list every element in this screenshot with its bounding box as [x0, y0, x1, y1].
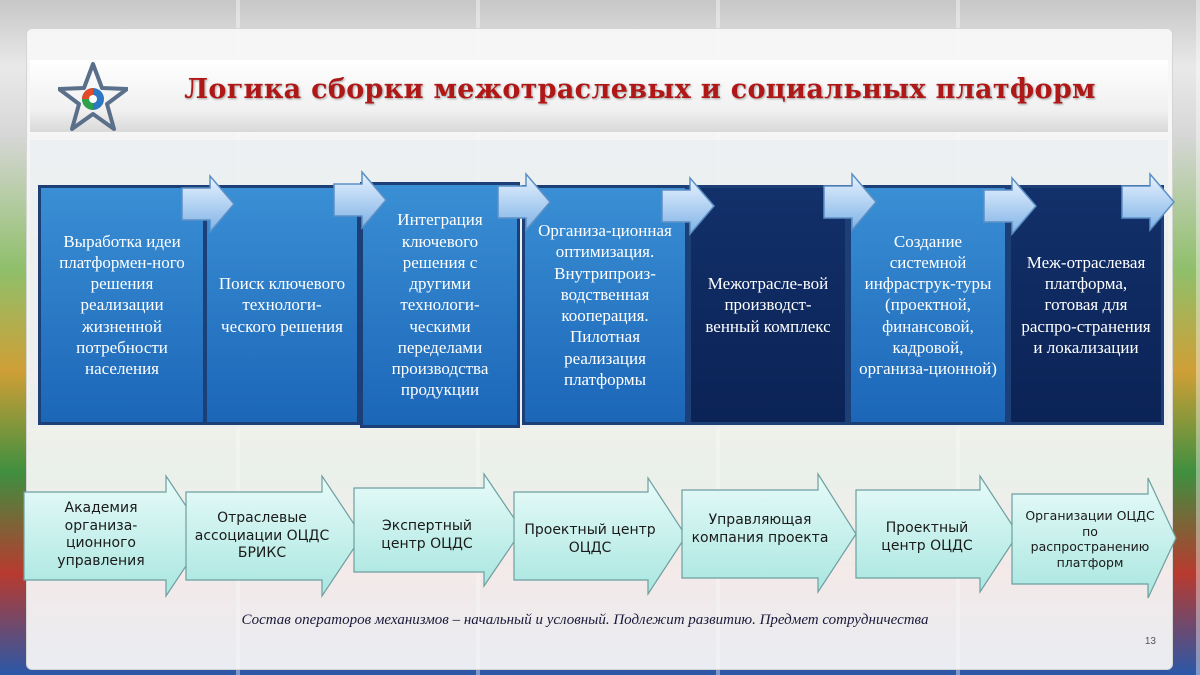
chevron-right-arrow-icon	[823, 172, 877, 232]
operator-label-1: Академия организа-ционного управления	[57, 500, 145, 569]
footnote: Состав операторов механизмов – начальный…	[241, 612, 929, 628]
stage-box-2: Поиск ключевого технологи-ческого решени…	[204, 185, 360, 425]
stage-text-1: Выработка идеи платформен-ного решения р…	[59, 231, 185, 379]
chevron-right-arrow-icon	[661, 176, 715, 236]
operator-label-2: Отраслевые ассоциации ОЦДС БРИКС	[194, 510, 330, 561]
stage-box-4: Организа-ционная оптимизация. Внутрипрои…	[522, 185, 688, 425]
slide-title: Логика сборки межотраслевых и социальных…	[184, 74, 1096, 105]
stage-box-7: Меж-отраслевая платформа, готовая для ра…	[1008, 185, 1164, 425]
stage-box-5: Межотрасле-вой производст-венный комплек…	[688, 185, 848, 425]
operator-label-6: Проектный центр ОЦДС	[881, 520, 973, 554]
chevron-right-arrow-icon	[497, 172, 551, 232]
star-atom-logo-icon	[58, 62, 128, 131]
stage-text-2: Поиск ключевого технологи-ческого решени…	[218, 274, 346, 336]
chevron-right-arrow-icon	[181, 174, 235, 234]
stage-text-5: Межотрасле-вой производст-венный комплек…	[705, 274, 831, 336]
chevron-right-arrow-icon	[983, 176, 1037, 236]
operator-label-3: Экспертный центр ОЦДС	[381, 518, 473, 552]
operator-label-5: Управляющая компания проекта	[691, 512, 829, 546]
stage-text-6: Создание системной инфраструк-туры (прое…	[859, 231, 997, 379]
stage-box-6: Создание системной инфраструк-туры (прое…	[848, 185, 1008, 425]
stage-text-7: Меж-отраслевая платформа, готовая для ра…	[1021, 252, 1151, 357]
header-band	[30, 60, 1168, 132]
operator-label-4: Проектный центр ОЦДС	[524, 522, 656, 556]
operator-label-7: Организации ОЦДС по распространению плат…	[1025, 508, 1155, 570]
stage-box-3: Интеграция ключевого решения с другими т…	[360, 182, 520, 428]
chevron-right-arrow-icon	[1121, 172, 1175, 232]
page-number: 13	[1144, 636, 1156, 647]
stage-text-4: Организа-ционная оптимизация. Внутрипрои…	[538, 221, 672, 389]
stage-text-3: Интеграция ключевого решения с другими т…	[391, 210, 489, 400]
stage-box-1: Выработка идеи платформен-ного решения р…	[38, 185, 206, 425]
chevron-right-arrow-icon	[333, 170, 387, 230]
